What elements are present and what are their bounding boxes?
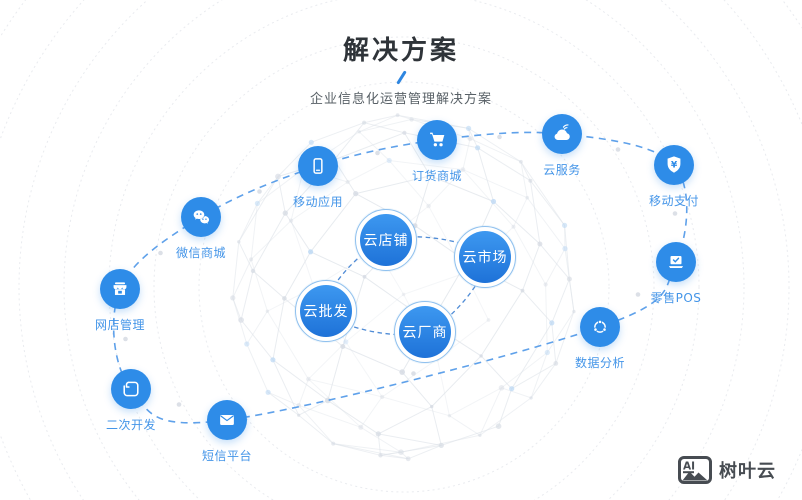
node-label: 移动应用 xyxy=(292,195,343,209)
solution-node-sms-platform[interactable]: 短信平台 xyxy=(179,400,275,464)
node-label: 网店管理 xyxy=(94,318,145,332)
logo-icon-text: AI xyxy=(683,461,695,473)
center-node-cloud-market[interactable]: 云市场 xyxy=(454,226,516,288)
solution-node-cloud-service[interactable]: 云服务 xyxy=(514,114,610,178)
cart-icon xyxy=(417,120,457,160)
pos-check-icon xyxy=(656,242,696,282)
scroll-icon xyxy=(111,369,151,409)
node-label: 二次开发 xyxy=(105,418,156,432)
solution-node-mobile-app[interactable]: 移动应用 xyxy=(270,146,366,210)
smartphone-icon xyxy=(298,146,338,186)
node-label: 短信平台 xyxy=(201,449,252,463)
solution-node-data-analysis[interactable]: 数据分析 xyxy=(552,307,648,371)
section-title: 解决方案 xyxy=(342,36,459,66)
wechat-icon xyxy=(181,197,221,237)
storefront-icon xyxy=(100,269,140,309)
sync-nodes-icon xyxy=(580,307,620,347)
shield-yuan-icon: ¥ xyxy=(654,145,694,185)
node-label: 云服务 xyxy=(543,163,581,177)
solution-node-mobile-payment[interactable]: ¥ 移动支付 xyxy=(626,145,722,209)
cloud-signal-icon xyxy=(542,114,582,154)
node-label: 订货商城 xyxy=(411,169,462,183)
solution-node-store-management[interactable]: 网店管理 xyxy=(72,269,168,333)
node-label: 微信商城 xyxy=(175,246,226,260)
center-node-label: 云店铺 xyxy=(360,214,412,266)
solution-node-order-mall[interactable]: 订货商城 xyxy=(389,120,485,184)
node-label: 移动支付 xyxy=(648,194,699,208)
watermark-logo: AI 树叶云 xyxy=(678,456,776,484)
node-label: 数据分析 xyxy=(574,356,625,370)
solution-node-retail-pos[interactable]: 零售POS xyxy=(628,242,724,306)
svg-text:¥: ¥ xyxy=(671,160,678,171)
node-label: 零售POS xyxy=(650,291,702,305)
logo-text: 树叶云 xyxy=(719,461,776,482)
center-node-cloud-shop[interactable]: 云店铺 xyxy=(355,209,417,271)
envelope-icon xyxy=(207,400,247,440)
section-header: 解决方案 企业信息化运营管理解决方案 xyxy=(0,30,802,107)
ai-image-logo-icon: AI xyxy=(678,456,712,484)
solution-node-secondary-dev[interactable]: 二次开发 xyxy=(83,369,179,433)
center-node-cloud-vendor[interactable]: 云厂商 xyxy=(394,301,456,363)
center-node-label: 云批发 xyxy=(300,285,352,337)
center-node-label: 云市场 xyxy=(459,231,511,283)
solution-node-wechat-mall[interactable]: 微信商城 xyxy=(153,197,249,261)
center-node-cloud-wholesale[interactable]: 云批发 xyxy=(295,280,357,342)
title-accent-slash xyxy=(395,70,407,85)
center-node-label: 云厂商 xyxy=(399,306,451,358)
section-subtitle: 企业信息化运营管理解决方案 xyxy=(309,92,492,107)
